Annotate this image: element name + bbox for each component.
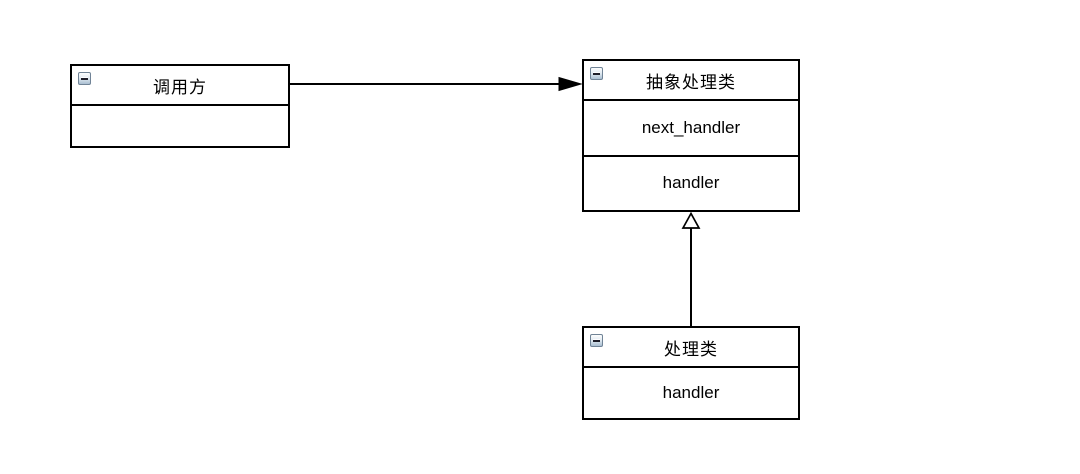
collapse-minus-icon[interactable] xyxy=(590,334,603,347)
caller-title: 调用方 xyxy=(153,77,207,97)
abstract-handler-attribute-row[interactable]: handler xyxy=(584,154,798,211)
collapse-minus-icon[interactable] xyxy=(78,72,91,85)
collapse-minus-icon[interactable] xyxy=(590,67,603,80)
minus-glyph xyxy=(81,77,88,80)
abstract-handler-title: 抽象处理类 xyxy=(646,72,736,92)
caller-empty-row[interactable] xyxy=(72,104,288,146)
abstract-handler-header[interactable]: 抽象处理类 xyxy=(584,61,798,99)
handler-header[interactable]: 处理类 xyxy=(584,328,798,366)
minus-glyph xyxy=(593,72,600,75)
association-edge[interactable] xyxy=(290,76,583,92)
attribute-label-handler: handler xyxy=(662,173,720,193)
attribute-label-handler: handler xyxy=(662,383,720,402)
handler-attribute-row[interactable]: handler xyxy=(584,366,798,418)
hollow-triangle-arrowhead-icon xyxy=(681,211,701,229)
inheritance-edge[interactable] xyxy=(681,211,701,327)
class-node-abstract-handler[interactable]: 抽象处理类 next_handler handler xyxy=(582,59,800,212)
attribute-label-next-handler: next_handler xyxy=(641,117,741,137)
handler-title: 处理类 xyxy=(664,339,718,359)
minus-glyph xyxy=(593,339,600,342)
class-node-caller[interactable]: 调用方 xyxy=(70,64,290,148)
caller-header[interactable]: 调用方 xyxy=(72,66,288,104)
filled-arrowhead-icon xyxy=(558,76,583,92)
class-node-handler[interactable]: 处理类 handler xyxy=(582,326,800,420)
abstract-handler-attribute-row[interactable]: next_handler xyxy=(584,99,798,155)
